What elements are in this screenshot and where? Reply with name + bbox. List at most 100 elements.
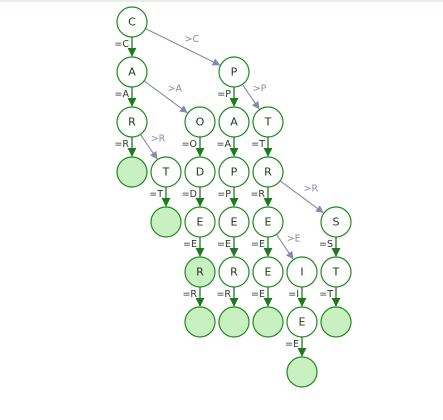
equal-edge-e3-e4: =E — [251, 237, 273, 257]
node-label: R — [128, 116, 136, 129]
trie-node-r: R — [218, 256, 250, 288]
trie-node-t: T — [150, 156, 182, 188]
equal-edge-e4-end_ptree: =E — [251, 287, 273, 307]
node-label: C — [128, 16, 136, 29]
nodes-layer: C A R T O D E R P A P E R T R E E I E S T — [116, 6, 352, 388]
node-label: E — [265, 266, 272, 279]
node-label: E — [265, 216, 272, 229]
edge-label: =A — [115, 89, 130, 100]
trie-node-d: D — [184, 156, 216, 188]
edge-label: =P — [217, 189, 231, 200]
trie-node-p: P — [218, 156, 250, 188]
terminal-node — [286, 356, 318, 388]
node-label: R — [230, 266, 238, 279]
greater-edge-c1-p1: >C — [145, 28, 221, 66]
trie-node-r: R — [184, 256, 216, 288]
equal-edge-p1-a2: =P — [217, 87, 239, 107]
top-border — [0, 0, 443, 2]
edge-label: =C — [114, 39, 129, 50]
edge-label: =R — [182, 289, 197, 300]
greater-edge-p1-t2: >P — [241, 84, 267, 110]
trie-node-t: T — [252, 106, 284, 138]
edge-label: =P — [217, 89, 231, 100]
equal-edge-a1-r1: =A — [115, 87, 137, 107]
equal-edge-i1-e5: =I — [288, 287, 307, 307]
trie-node-i: I — [286, 256, 318, 288]
node-label: E — [231, 216, 238, 229]
edge-label: =S — [319, 239, 333, 250]
greater-edge-r1-t1: >R — [139, 134, 166, 160]
node-label: P — [231, 166, 238, 179]
node-label: T — [264, 116, 272, 129]
trie-node-p: P — [218, 56, 250, 88]
edge-label: =A — [217, 139, 232, 150]
edge-label: =E — [251, 289, 265, 300]
edge-label: >P — [253, 84, 267, 95]
trie-node-r: R — [252, 156, 284, 188]
node-label: T — [332, 266, 340, 279]
equal-edge-t1-end_cat: =T — [149, 187, 171, 207]
edge-label: =R — [250, 189, 265, 200]
edge-label: =O — [182, 139, 197, 150]
edge-label: =R — [216, 289, 231, 300]
terminal-node — [150, 206, 182, 238]
node-label: P — [231, 66, 238, 79]
edge-label: >E — [287, 234, 301, 245]
equal-edge-r3-end_paper: =R — [216, 287, 239, 307]
trie-node-r: R — [116, 106, 148, 138]
edge-label: =R — [114, 139, 129, 150]
node-label: S — [333, 216, 340, 229]
node-label: A — [230, 116, 238, 129]
terminal-node — [252, 306, 284, 338]
edge-label: =E — [285, 339, 299, 350]
node-label: T — [162, 166, 170, 179]
edge-label: =E — [183, 239, 197, 250]
greater-edge-r4-s1: >R — [279, 180, 324, 213]
trie-node-c: C — [116, 6, 148, 38]
trie-node-o: O — [184, 106, 216, 138]
edge-label: =T — [319, 289, 333, 300]
edge-label: >C — [185, 34, 200, 45]
node-label: R — [264, 166, 272, 179]
equal-edge-t2-r4: =T — [251, 137, 273, 157]
equal-edge-p2-e2: =P — [217, 187, 239, 207]
edge-label: =E — [217, 239, 231, 250]
equal-edge-c1-a1: =C — [114, 37, 137, 57]
equal-edge-s1-t3: =S — [319, 237, 341, 257]
edge-label: =D — [182, 189, 197, 200]
trie-node-e: E — [286, 306, 318, 338]
edge-label: =T — [251, 139, 265, 150]
equal-edge-a2-p2: =A — [217, 137, 239, 157]
terminal-node — [218, 306, 250, 338]
trie-node-s: S — [320, 206, 352, 238]
equal-edge-r4-e3: =R — [250, 187, 273, 207]
edge-label: =T — [149, 189, 163, 200]
trie-node-e: E — [252, 206, 284, 238]
trie-node-e: E — [218, 206, 250, 238]
trie-node-a: A — [116, 56, 148, 88]
greater-edge-a1-o1: >A — [143, 80, 188, 113]
trie-node-t: T — [320, 256, 352, 288]
terminal-node — [184, 306, 216, 338]
equal-edge-e1-r2: =E — [183, 237, 205, 257]
node-label: R — [196, 266, 204, 279]
node-label: E — [197, 216, 204, 229]
trie-node-e: E — [184, 206, 216, 238]
node-label: I — [300, 266, 303, 279]
node-label: E — [299, 316, 306, 329]
equal-edge-e2-r3: =E — [217, 237, 239, 257]
node-label: D — [196, 166, 204, 179]
equal-edge-t3-end_ptrst: =T — [319, 287, 341, 307]
terminal-node — [116, 156, 148, 188]
equal-edge-d1-e1: =D — [182, 187, 205, 207]
trie-node-a: A — [218, 106, 250, 138]
node-label: O — [196, 116, 205, 129]
edge-label: >R — [151, 134, 166, 145]
edges-layer: =C =A =R =T =O =D =E =R =P =A =P =E =R =T =R =E =E =I =E =S… — [114, 28, 341, 357]
equal-edge-r1-end_car: =R — [114, 137, 137, 157]
terminal-node — [320, 306, 352, 338]
edge-label: >R — [304, 184, 319, 195]
greater-edge-e3-i1: >E — [275, 234, 301, 260]
edge-label: =E — [251, 239, 265, 250]
